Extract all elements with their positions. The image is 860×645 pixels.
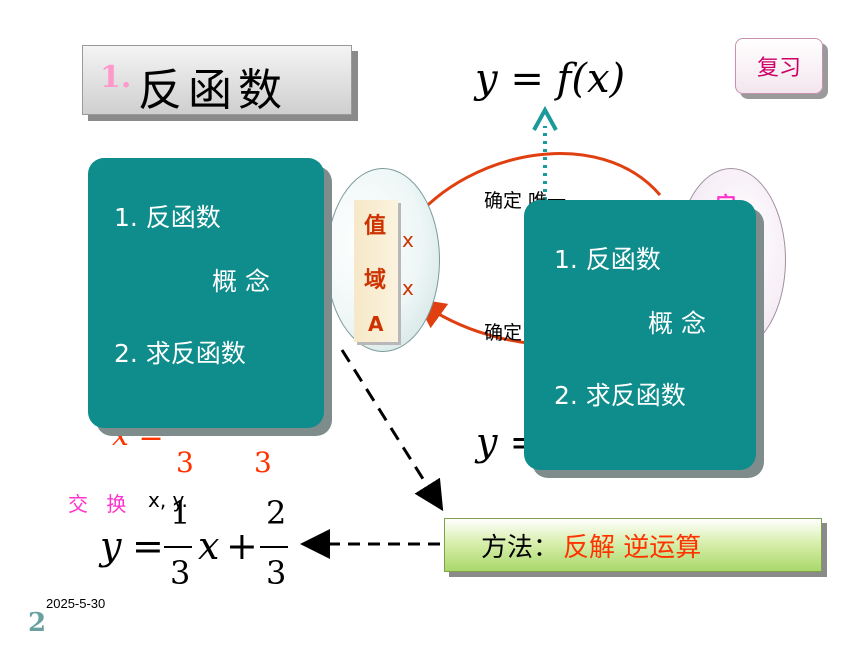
range-char-1: 值: [364, 214, 387, 239]
card-item-concept: 1. 反函数: [114, 203, 221, 232]
x-mark-2: x: [402, 276, 414, 300]
method-box[interactable]: 方法： 反解 逆运算: [444, 518, 822, 572]
method-label: 方法：: [481, 532, 560, 563]
dotted-up-arrowhead: [532, 105, 558, 131]
swap-vars: x, y.: [148, 488, 188, 512]
left-concept-card[interactable]: 1. 反函数 概 念 2. 求反函数: [88, 158, 324, 428]
result-x: x: [198, 524, 220, 568]
bg-fraction-den-1: 3: [176, 446, 194, 479]
range-char-2: 域: [364, 268, 387, 293]
slide-date: 2025-5-30: [46, 596, 106, 611]
card-item-concept-sub: 概 念: [212, 267, 270, 296]
review-button[interactable]: 复习: [735, 38, 823, 94]
result-num-2: 2: [266, 494, 287, 532]
result-den-2: 3: [266, 554, 287, 592]
dashed-down-arrow: [340, 349, 444, 512]
result-den-1: 3: [170, 554, 191, 592]
fraction-bar-2: [260, 546, 288, 548]
card-item-concept: 1. 反函数: [554, 245, 661, 274]
top-arc: [410, 152, 662, 223]
card-item-find-inverse: 2. 求反函数: [114, 339, 246, 368]
bg-fraction-den-2: 3: [254, 446, 272, 479]
page-title: 反函数: [138, 65, 288, 116]
right-concept-card[interactable]: 1. 反函数 概 念 2. 求反函数: [524, 200, 756, 470]
card-item-concept-sub: 概 念: [648, 309, 706, 338]
title-box: [82, 45, 352, 115]
range-strip: [354, 200, 398, 342]
method-value: 反解 逆运算: [563, 532, 702, 563]
swap-label: 交 换: [68, 492, 133, 516]
result-num-1: 1: [170, 494, 191, 532]
fraction-bar-1: [164, 546, 192, 548]
card-item-find-inverse: 2. 求反函数: [554, 381, 686, 410]
x-mark-1: x: [402, 228, 414, 252]
result-y: y: [100, 524, 122, 568]
range-char-A: A: [368, 312, 384, 336]
page-number: 2: [28, 608, 47, 638]
arc-label-bottom: 确定: [484, 322, 523, 344]
result-plus: +: [226, 524, 258, 568]
formula-y-equals-f-of-x: y = f(x): [475, 56, 626, 102]
result-eq: =: [132, 524, 164, 568]
title-number: 1.: [100, 60, 132, 95]
